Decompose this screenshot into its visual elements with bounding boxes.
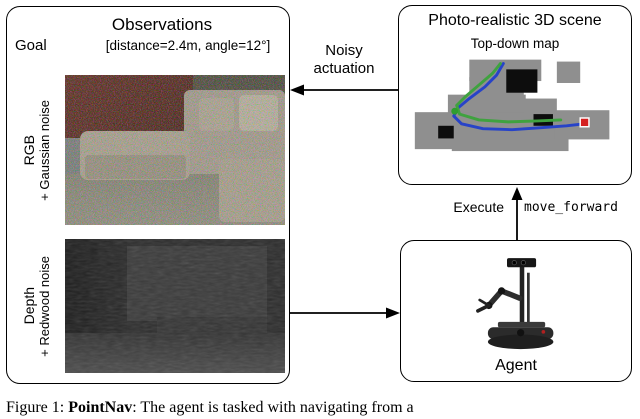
topdown-map-label: Top-down map: [470, 36, 560, 51]
depth-label: Depth: [20, 287, 37, 325]
redwood-noise-overlay: [65, 239, 285, 373]
waypoint-dot: [451, 107, 459, 115]
observation-arrow-icon: [290, 307, 400, 319]
path-executed-blue: [452, 62, 586, 132]
figure-caption: Figure 1: PointNav: The agent is tasked …: [6, 399, 638, 417]
agent-label: Agent: [495, 357, 537, 374]
path-planned-green: [455, 62, 563, 124]
depth-noise-label: + Redwood noise: [36, 255, 52, 357]
scene-panel: Photo-realistic 3D scene Top-down map: [398, 5, 632, 185]
scene-title: Photo-realistic 3D scene: [428, 12, 602, 29]
observations-panel: Observations Goal [distance=2.4m, angle=…: [6, 6, 290, 384]
topdown-map: [414, 59, 610, 152]
depth-observation-image: [65, 239, 285, 373]
gaussian-noise-overlay: [65, 75, 285, 225]
rgb-observation-image: [65, 75, 285, 225]
noisy-actuation-label: Noisy: [325, 42, 363, 59]
caption-term: PointNav: [68, 399, 133, 416]
rgb-label: RGB: [20, 134, 37, 166]
caption-text: : The agent is tasked with navigating fr…: [132, 399, 414, 416]
execute-label: Execute: [453, 199, 504, 215]
agent-panel: Agent: [400, 240, 632, 382]
noisy-actuation-label: actuation: [313, 60, 375, 77]
robot-image: [476, 258, 554, 350]
move-forward-command: move_forward: [524, 200, 618, 215]
goal-label: Goal: [15, 37, 47, 54]
execute-arrow-icon: [511, 187, 523, 240]
observations-title: Observations: [111, 15, 213, 34]
goal-marker: [579, 117, 590, 128]
caption-figure-label: Figure 1:: [6, 399, 65, 416]
rgb-axis-labels: RGB + Gaussian noise: [9, 75, 63, 225]
noisy-actuation-arrow-icon: [290, 84, 398, 96]
depth-axis-labels: Depth + Redwood noise: [9, 239, 63, 373]
goal-value: [distance=2.4m, angle=12°]: [105, 38, 271, 53]
map-freespace: [414, 59, 610, 152]
rgb-noise-label: + Gaussian noise: [36, 99, 52, 201]
